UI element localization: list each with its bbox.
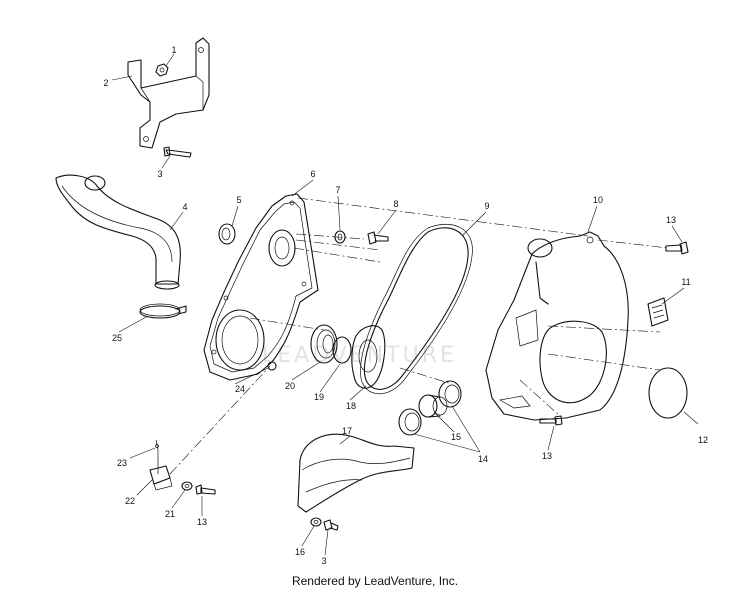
- callout-13-bottom-left: 13: [197, 517, 207, 527]
- callout-16: 16: [295, 547, 305, 557]
- callout-14: 14: [478, 454, 488, 464]
- callout-4: 4: [182, 202, 187, 212]
- bushing-part-15: [418, 394, 448, 418]
- footer-credit: Rendered by LeadVenture, Inc.: [291, 574, 459, 588]
- callout-9: 9: [484, 201, 489, 211]
- callout-1: 1: [171, 45, 176, 55]
- callout-22: 22: [125, 496, 135, 506]
- callout-23: 23: [117, 458, 127, 468]
- callout-21: 21: [165, 509, 175, 519]
- callout-6: 6: [310, 169, 315, 179]
- washer-part-16: [310, 517, 322, 527]
- washer-part-5: [218, 223, 236, 245]
- callout-12: 12: [698, 435, 708, 445]
- callout-5: 5: [236, 195, 241, 205]
- decal-part: [647, 297, 669, 327]
- assembly-centerlines: [169, 197, 669, 475]
- bolt-part-13-lower: [539, 415, 563, 426]
- callout-19: 19: [314, 392, 324, 402]
- outer-cover-part: [485, 231, 629, 421]
- nut-part: [155, 63, 169, 77]
- callout-20: 20: [285, 381, 295, 391]
- seal-part-14b: [398, 408, 422, 436]
- callout-17: 17: [342, 426, 352, 436]
- bolt-part-8: [367, 231, 389, 245]
- small-bracket-part: [149, 439, 173, 491]
- callout-13-right: 13: [666, 215, 676, 225]
- gasket-ring-part: [648, 367, 688, 419]
- bolt-part-top: [163, 146, 192, 158]
- callout-18: 18: [346, 401, 356, 411]
- callout-3-top: 3: [157, 169, 162, 179]
- leader-lines: [111, 53, 699, 556]
- bracket-part: [127, 37, 210, 149]
- callout-numbers: 1 2 3 4 5 6 7 8 9 10 11 12 13 14 15 16 1…: [103, 45, 708, 566]
- seal-part-14a: [438, 380, 462, 408]
- callout-2: 2: [103, 78, 108, 88]
- inner-cover-part: [203, 193, 319, 381]
- bolt-part-3-bottom: [323, 519, 339, 531]
- bolt-part-13-right: [665, 241, 689, 255]
- clamp-part: [139, 303, 187, 319]
- oil-seal-part: [310, 324, 338, 364]
- callout-7: 7: [335, 185, 340, 195]
- bolt-part-13-bottom-left: [195, 484, 216, 495]
- duct-hose-part: [55, 174, 181, 290]
- watermark-text: LEADVENTURE: [262, 343, 457, 368]
- washer-part-24: [267, 361, 277, 371]
- callout-8: 8: [393, 199, 398, 209]
- washer-part-21: [181, 481, 193, 491]
- callout-15: 15: [451, 432, 461, 442]
- bearing-plate-part: [351, 325, 386, 389]
- callout-24: 24: [235, 384, 245, 394]
- air-duct-part: [297, 433, 415, 513]
- callout-13-lower: 13: [542, 451, 552, 461]
- callout-25: 25: [112, 333, 122, 343]
- callout-3-bottom: 3: [321, 556, 326, 566]
- drive-belt-part: [360, 223, 473, 395]
- callout-10: 10: [593, 195, 603, 205]
- callout-11: 11: [681, 277, 690, 287]
- seal-part-19: [332, 336, 352, 364]
